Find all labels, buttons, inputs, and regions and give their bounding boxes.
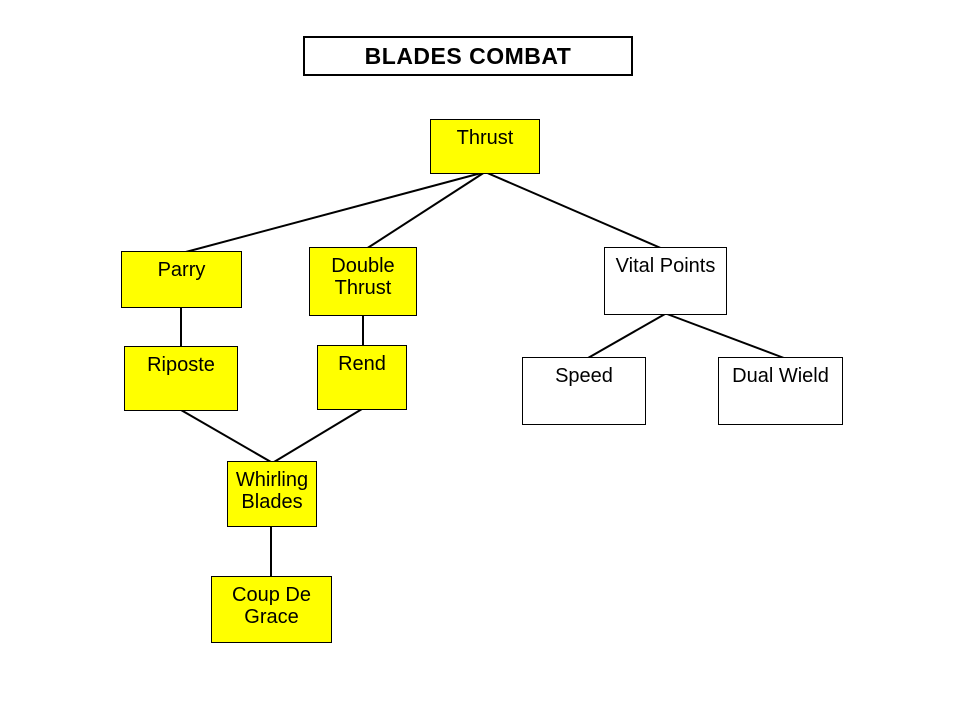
edge-rend-whirling-blades xyxy=(273,408,363,463)
node-double-thrust[interactable]: Double Thrust xyxy=(309,247,417,316)
edge-riposte-whirling-blades xyxy=(180,409,272,463)
edge-thrust-vital-points xyxy=(484,171,664,250)
node-dual-wield[interactable]: Dual Wield xyxy=(718,357,843,425)
node-coup-de-grace[interactable]: Coup De Grace xyxy=(211,576,332,643)
edge-vital-points-dual-wield xyxy=(666,313,785,359)
diagram-title-text: BLADES COMBAT xyxy=(364,42,572,69)
node-riposte[interactable]: Riposte xyxy=(124,346,238,411)
edge-vital-points-speed xyxy=(587,313,666,359)
edge-thrust-parry xyxy=(181,171,486,254)
node-parry[interactable]: Parry xyxy=(121,251,242,308)
node-whirling-blades[interactable]: Whirling Blades xyxy=(227,461,317,527)
node-vital-points[interactable]: Vital Points xyxy=(604,247,727,315)
node-rend[interactable]: Rend xyxy=(317,345,407,410)
diagram-title: BLADES COMBAT xyxy=(303,36,633,76)
node-speed[interactable]: Speed xyxy=(522,357,646,425)
node-thrust[interactable]: Thrust xyxy=(430,119,540,174)
edge-thrust-double-thrust xyxy=(365,171,486,250)
